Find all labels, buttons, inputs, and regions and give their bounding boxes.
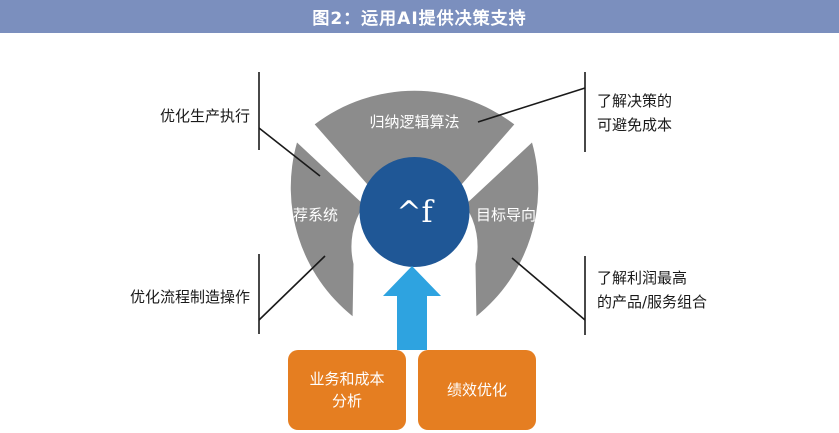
segment-top xyxy=(314,90,515,194)
input-box-business-cost: 业务和成本 分析 xyxy=(288,350,406,430)
segment-right-label: 目标导向 xyxy=(476,206,536,224)
up-arrow xyxy=(383,266,441,350)
leader-bottom-right xyxy=(511,257,586,321)
center-label: ^f xyxy=(396,195,434,230)
segment-top-label: 归纳逻辑算法 xyxy=(369,113,459,131)
leader-top-right xyxy=(477,87,586,123)
annotation-top-right-line1: 了解决策的 xyxy=(597,92,673,110)
segment-left xyxy=(290,142,364,317)
annotation-bottom-right: 了解利润最高 的产品/服务组合 xyxy=(597,266,707,314)
page-title: 图2：运用AI提供决策支持 xyxy=(0,0,839,33)
center-circle xyxy=(359,157,470,267)
leader-bottom-left xyxy=(258,255,326,321)
leader-top-left xyxy=(258,127,321,177)
annotation-bottom-right-line2: 的产品/服务组合 xyxy=(597,293,708,311)
annotation-bottom-left: 优化流程制造操作 xyxy=(129,288,250,306)
segment-left-label: 推荐系统 xyxy=(278,206,338,224)
input-box-business-cost-line2: 分析 xyxy=(331,392,362,410)
annotation-top-right-line2: 可避免成本 xyxy=(597,116,673,134)
annotation-top-right: 了解决策的 可避免成本 xyxy=(597,89,672,137)
annotation-top-left: 优化生产执行 xyxy=(159,107,250,125)
segment-right xyxy=(465,142,539,317)
input-box-business-cost-line1: 业务和成本 xyxy=(309,370,385,388)
input-box-performance: 绩效优化 xyxy=(418,350,536,430)
annotation-bottom-right-line1: 了解利润最高 xyxy=(597,269,688,287)
